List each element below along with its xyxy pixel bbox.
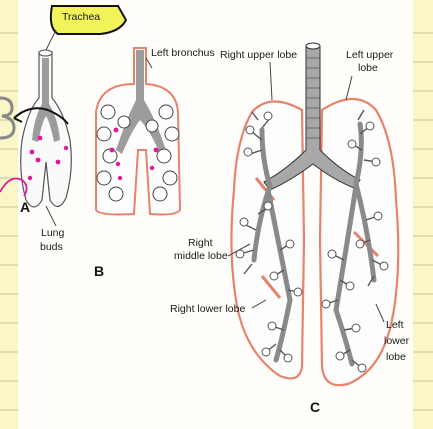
trachea-opening-c [306, 43, 320, 49]
panel-letter-a: A [20, 199, 30, 215]
left-upper-lobe-label-line1: Left upper [346, 49, 394, 61]
trachea-label: Trachea [62, 11, 100, 23]
right-lower-lobe-label: Right lower lobe [170, 303, 245, 315]
panel-letter-b: B [94, 263, 104, 279]
lung-buds-label-line2: buds [40, 241, 63, 253]
panel-letter-c: C [310, 399, 320, 415]
left-upper-lobe-label-line2: lobe [358, 62, 378, 74]
lung-buds-label-line1: Lung [41, 227, 65, 239]
right-middle-lobe-label-line2: middle lobe [174, 250, 228, 262]
trachea-opening [39, 50, 52, 56]
left-lower-lobe-label-line2: lower [384, 335, 410, 347]
left-bronchus-label: Left bronchus [151, 47, 215, 59]
right-upper-lobe-label: Right upper lobe [220, 49, 297, 61]
right-middle-lobe-label-line1: Right [188, 237, 213, 249]
left-lower-lobe-label-line3: lobe [386, 351, 406, 363]
left-lower-lobe-label-line1: Left [386, 319, 404, 331]
